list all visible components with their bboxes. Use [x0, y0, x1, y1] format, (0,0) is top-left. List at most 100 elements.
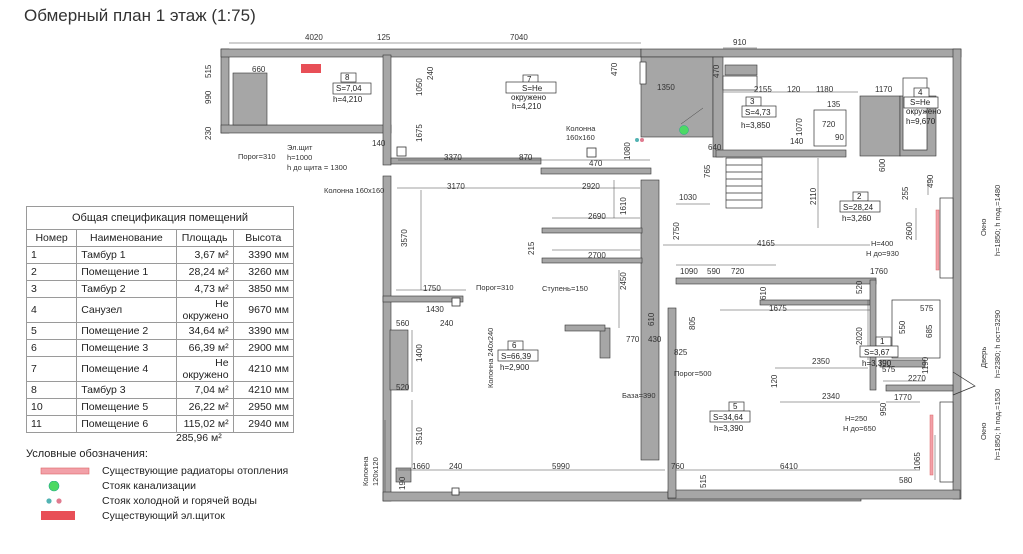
- room-height: h=2,900: [500, 363, 530, 372]
- cell-number: 2: [25, 263, 78, 281]
- note: Колонна: [361, 456, 370, 486]
- dim: 770: [626, 335, 640, 344]
- dim: 1080: [623, 142, 632, 160]
- dim: 870: [519, 153, 533, 162]
- dim: 3170: [447, 182, 465, 191]
- fixtures: [722, 75, 941, 359]
- dim: 240: [449, 462, 463, 471]
- room-area: S=Не: [910, 98, 931, 107]
- stairs: [725, 157, 763, 209]
- room-spec-table: Общая спецификация помещений Номер Наиме…: [25, 206, 295, 433]
- cell-area: 26,22 м²: [175, 398, 234, 416]
- room-boxes: [332, 72, 939, 423]
- dim: 1090: [680, 267, 698, 276]
- cell-number: 3: [25, 280, 78, 298]
- room-id: 3: [750, 97, 755, 106]
- table-row: 11 Помещение 6 115,02 м² 2940 мм: [25, 415, 295, 433]
- water-riser-hot: [640, 138, 644, 142]
- radiator-swatch-icon: [40, 467, 90, 475]
- room-area: S=3,67: [864, 348, 890, 357]
- room-height: h=4,210: [333, 95, 363, 104]
- dim: 5990: [552, 462, 570, 471]
- dim: 640: [708, 143, 722, 152]
- dim: 430: [648, 335, 662, 344]
- dim: 990: [204, 90, 213, 104]
- note: Ступень=150: [542, 284, 588, 293]
- dim: 575: [920, 304, 934, 313]
- table-row: 5 Помещение 2 34,64 м² 3390 мм: [25, 322, 295, 340]
- dim: 910: [733, 38, 747, 47]
- dim: 2920: [582, 182, 600, 191]
- table-row: 7 Помещение 4 Не окружено 4210 мм: [25, 356, 295, 382]
- cell-name: Помещение 6: [76, 415, 177, 433]
- dim: 950: [879, 402, 888, 416]
- room-height: h=3,850: [741, 121, 771, 130]
- dim: 520: [855, 280, 864, 294]
- dim: 2750: [672, 222, 681, 240]
- radiators: [929, 209, 940, 476]
- note: H=250: [845, 414, 867, 423]
- cell-area: 115,02 м²: [175, 415, 234, 433]
- room-id: 1: [880, 337, 885, 346]
- dim: 610: [759, 286, 768, 300]
- note: H до=650: [843, 424, 876, 433]
- legend: Условные обозначения: Существующие радиа…: [26, 448, 288, 524]
- room-height: h=3,260: [842, 214, 872, 223]
- cell-name: Тамбур 3: [76, 381, 177, 399]
- legend-item-sewer: Стояк канализации: [40, 479, 196, 494]
- dimension-lines: [229, 42, 936, 492]
- room-area-2: окружено: [511, 93, 547, 102]
- cell-name: Помещение 5: [76, 398, 177, 416]
- room-area: S=66,39: [501, 352, 532, 361]
- cell-number: 1: [25, 246, 78, 264]
- note: Дверь: [979, 347, 988, 368]
- dim: 240: [426, 66, 435, 80]
- cell-height: 2900 мм: [232, 339, 295, 357]
- dim: 720: [731, 267, 745, 276]
- room-id: 8: [345, 73, 350, 82]
- cell-number: 7: [25, 356, 78, 382]
- cell-area: 7,04 м²: [175, 381, 234, 399]
- room-area: S=Не: [522, 84, 543, 93]
- note: Колонна: [566, 124, 596, 133]
- dim: 215: [527, 241, 536, 255]
- note: H до=930: [866, 249, 899, 258]
- walls: [220, 48, 962, 502]
- cell-name: Помещение 3: [76, 339, 177, 357]
- table-row: 3 Тамбур 2 4,73 м² 3850 мм: [25, 280, 295, 298]
- note: h=1000: [287, 153, 312, 162]
- legend-item-electric: Существующий эл.щиток: [40, 509, 225, 524]
- dim: 550: [898, 320, 907, 334]
- col-header-number: Номер: [25, 229, 78, 247]
- dim: 255: [901, 186, 910, 200]
- cell-name: Помещение 1: [76, 263, 177, 281]
- col-header-area: Площадь: [175, 229, 234, 247]
- legend-label: Стояк канализации: [102, 480, 197, 492]
- dim: 2110: [809, 187, 818, 205]
- cell-area: Не окружено: [175, 356, 234, 382]
- room-id: 6: [512, 341, 517, 350]
- cell-number: 11: [25, 415, 78, 433]
- dim: 2350: [812, 357, 830, 366]
- room-area: S=34,64: [713, 413, 744, 422]
- room-labels: 8 S=7,04 h=4,210 7 S=Не окружено h=4,210…: [333, 73, 942, 433]
- columns: [396, 146, 597, 496]
- dim: 135: [827, 100, 841, 109]
- legend-label: Стояк холодной и горячей воды: [102, 495, 257, 507]
- dim: 120: [770, 374, 779, 388]
- door-swing: [952, 371, 976, 396]
- note: Окно: [979, 219, 988, 236]
- cell-area: 28,24 м²: [175, 263, 234, 281]
- dim: 140: [790, 137, 804, 146]
- dim: 190: [398, 476, 407, 490]
- dim: 1750: [423, 284, 441, 293]
- room-id: 7: [527, 75, 532, 84]
- dim: 470: [589, 159, 603, 168]
- dim: 1070: [795, 118, 804, 136]
- note: Порог=500: [674, 369, 712, 378]
- dim: 490: [926, 174, 935, 188]
- cell-height: 3390 мм: [232, 322, 295, 340]
- room-height: h=4,210: [512, 102, 542, 111]
- dim: 1675: [415, 124, 424, 142]
- dim: 2270: [908, 374, 926, 383]
